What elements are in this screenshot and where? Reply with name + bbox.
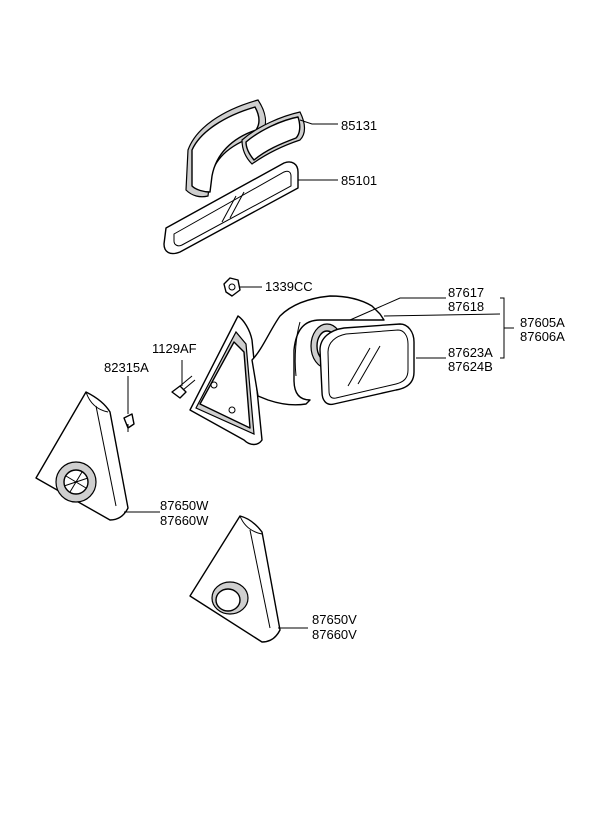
outside-mirror-assembly [189, 295, 415, 446]
screw-1129AF [171, 375, 196, 399]
label-1129AF: 1129AF [152, 341, 197, 356]
label-87623A: 87623A [448, 345, 493, 360]
inside-mirror-85101 [163, 161, 299, 255]
delta-cover-87650V [189, 515, 281, 643]
label-87650W: 87650W [160, 498, 209, 513]
label-85131: 85131 [341, 118, 377, 133]
label-87605A: 87605A [520, 315, 565, 330]
label-87650V: 87650V [312, 612, 357, 627]
label-1339CC: 1339CC [265, 279, 313, 294]
label-87660W: 87660W [160, 513, 209, 528]
label-85101: 85101 [341, 173, 377, 188]
delta-cover-87650W [35, 391, 129, 521]
label-82315A: 82315A [104, 360, 149, 375]
leader-lines [124, 119, 514, 629]
nut-1339CC [223, 277, 241, 297]
label-87617: 87617 [448, 285, 484, 300]
label-87660V: 87660V [312, 627, 357, 642]
label-87618: 87618 [448, 299, 484, 314]
label-87606A: 87606A [520, 329, 565, 344]
label-87624B: 87624B [448, 359, 493, 374]
clip-82315A [123, 413, 135, 432]
mirror-cover-85131 [185, 99, 306, 198]
